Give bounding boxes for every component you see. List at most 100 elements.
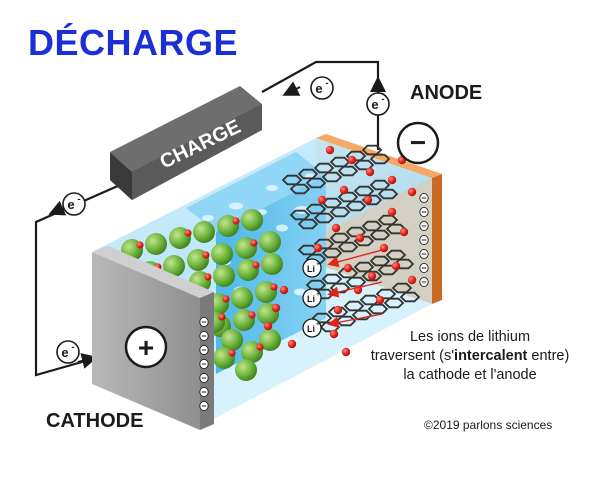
graphite-hexagon xyxy=(353,235,375,247)
svg-text:-: - xyxy=(72,342,75,352)
lithium-dot xyxy=(248,311,256,319)
cathode-particle xyxy=(259,231,281,253)
graphite-hexagon xyxy=(361,194,383,206)
graphite-hexagon xyxy=(351,309,373,321)
electron-chip xyxy=(419,206,429,218)
graphite-hexagon xyxy=(289,183,311,195)
svg-text:-: - xyxy=(326,78,329,88)
svg-text:−: − xyxy=(410,127,426,158)
lithium-ion xyxy=(302,258,322,278)
svg-text:e: e xyxy=(371,97,378,112)
ion-charge: + xyxy=(316,322,320,328)
graphite-hexagon xyxy=(329,206,351,218)
graphite-hexagon xyxy=(383,297,405,309)
lithium-dot xyxy=(270,283,278,291)
svg-text:-: - xyxy=(382,94,385,104)
cathode-particle xyxy=(213,265,235,287)
anode-sign-badge: − xyxy=(396,121,440,165)
lithium-dot xyxy=(325,145,335,155)
graphite-hexagon xyxy=(321,171,343,183)
lithium-dot xyxy=(329,329,339,339)
ion-symbol: Li xyxy=(307,324,315,334)
lithium-dot xyxy=(256,343,264,351)
graphite-hexagon xyxy=(399,291,421,303)
lithium-dot xyxy=(363,195,373,205)
lithium-dot xyxy=(367,271,377,281)
cathode-particle xyxy=(211,243,233,265)
lithium-dot xyxy=(391,261,401,271)
ion-symbol: Li xyxy=(307,264,315,274)
electron-chip xyxy=(199,400,209,412)
lithium-dot xyxy=(263,321,273,331)
caption-line-3: la cathode et l'anode xyxy=(403,367,537,383)
ion-charge: + xyxy=(316,292,320,298)
charge-box: CHARGE xyxy=(110,86,262,200)
cathode-particle xyxy=(193,221,215,243)
electron-chip xyxy=(419,276,429,288)
lithium-dot xyxy=(365,167,375,177)
graphite-hexagon xyxy=(369,229,391,241)
ion-symbol: Li xyxy=(307,294,315,304)
svg-text:e: e xyxy=(315,81,322,96)
electron-chip xyxy=(419,234,429,246)
electron-chip xyxy=(199,358,209,370)
lithium-dot xyxy=(317,195,327,205)
lithium-dot xyxy=(218,313,226,321)
lithium-ion xyxy=(302,288,322,308)
electron-chip xyxy=(199,316,209,328)
ion-arrow xyxy=(327,281,383,298)
ion-caption: Les ions de lithium traversent (s'interc… xyxy=(352,328,588,385)
lithium-dot xyxy=(202,251,210,259)
diagram-title: DÉCHARGE xyxy=(28,22,239,63)
svg-text:+: + xyxy=(138,332,154,363)
electron-chip xyxy=(419,220,429,232)
electron-chip xyxy=(419,248,429,260)
graphite-hexagon xyxy=(337,241,359,253)
lithium-dot xyxy=(339,185,349,195)
ion-arrow xyxy=(327,249,383,268)
electron-chips xyxy=(199,192,429,412)
graphite-hexagon xyxy=(369,153,391,165)
lithium-ion xyxy=(302,318,322,338)
graphite-hexagon xyxy=(305,253,327,265)
electron-chip xyxy=(199,386,209,398)
copyright-notice: ©2019 parlons sciences xyxy=(424,418,553,432)
cathode-particle xyxy=(145,233,167,255)
lithium-dot xyxy=(287,339,297,349)
ion-arrow xyxy=(327,313,383,328)
graphite-hexagon xyxy=(361,270,383,282)
lithium-dot xyxy=(228,349,236,357)
lithium-dot xyxy=(343,263,353,273)
lithium-dot xyxy=(375,295,385,305)
lithium-dot xyxy=(313,243,323,253)
svg-text:e: e xyxy=(67,197,74,212)
electron-badge: e - xyxy=(310,76,334,100)
cathode-particle xyxy=(235,359,257,381)
electron-chip xyxy=(199,372,209,384)
lithium-dot xyxy=(333,305,343,315)
lithium-dot xyxy=(279,285,289,295)
lithium-dot xyxy=(399,227,409,237)
lithium-dot xyxy=(341,347,351,357)
ion-charge: + xyxy=(316,262,320,268)
graphite-hexagon xyxy=(345,200,367,212)
caption-line-1: Les ions de lithium xyxy=(409,329,531,345)
cathode-particle xyxy=(259,329,281,351)
lithium-dot xyxy=(136,241,144,249)
graphite-hexagon xyxy=(377,188,399,200)
lithium-dot xyxy=(271,303,281,313)
lithium-dot xyxy=(252,261,260,269)
cathode-particle xyxy=(231,287,253,309)
lithium-dot xyxy=(232,217,240,225)
cathode-particle xyxy=(221,329,243,351)
lithium-dot xyxy=(407,187,417,197)
electron-badge: e - xyxy=(56,340,80,364)
lithium-ions: Li+Li+Li+ xyxy=(263,145,417,357)
lithium-dot xyxy=(250,239,258,247)
electron-badge: e - xyxy=(366,92,390,116)
graphite-hexagon xyxy=(313,212,335,224)
electron-badge: e - xyxy=(62,192,86,216)
graphite-hexagon xyxy=(305,177,327,189)
